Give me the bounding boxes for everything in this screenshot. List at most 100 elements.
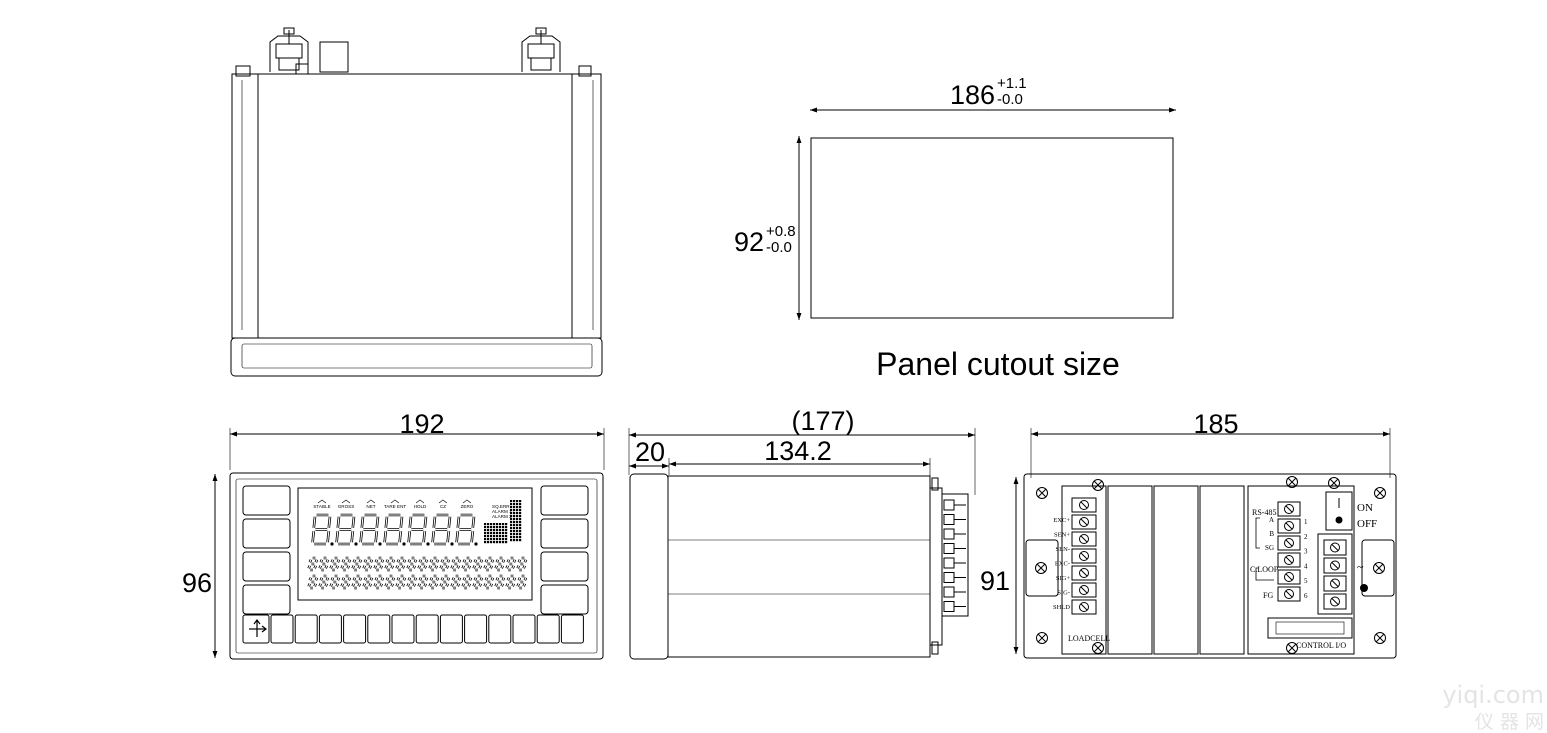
lcd-grid-dot (516, 533, 519, 536)
lcd-grid-dot (490, 541, 493, 544)
lcd-status-label: ALARM 1 (492, 509, 512, 514)
lcd-decimal-point (450, 542, 454, 546)
screw-head (1373, 562, 1385, 574)
screw-slot (1287, 643, 1297, 653)
front-key (367, 614, 391, 644)
terminal-slot (1331, 598, 1339, 605)
lcd-grid-dot (513, 536, 516, 539)
lcd-grid-dot (490, 526, 493, 529)
mounting-bracket-right (521, 27, 561, 72)
lcd-grid-dot (516, 527, 519, 530)
lcd-grid-dot (493, 523, 496, 526)
lcd-sub-digit-inner (396, 575, 406, 589)
lcd-sub-digit-inner (495, 557, 505, 571)
lcd-sub-digit-inner (429, 557, 439, 571)
lcd-sub-digit-inner (484, 575, 494, 589)
cutout-rectangle (810, 137, 1174, 319)
lcd-grid-dot (490, 523, 493, 526)
lcd-grid-dot (510, 527, 513, 530)
lcd-sub-digit-inner (352, 575, 362, 589)
screw-slot (1287, 477, 1297, 487)
lcd-decimal-point (354, 542, 358, 546)
lcd-sub-digit-inner (341, 557, 351, 571)
lcd-indicator-arrow (317, 499, 327, 504)
lcd-sub-digit-inner (451, 557, 461, 571)
rs485-label: RS-485 (1252, 508, 1276, 517)
lcd-decimal-point (474, 542, 478, 546)
lcd-grid-dot (502, 538, 505, 541)
overall-depth-value: (177) (791, 406, 854, 436)
lcd-grid-dot (505, 538, 508, 541)
lcd-digit-inner (456, 514, 475, 545)
terminal-slot (1285, 505, 1293, 513)
loadcell-terminal-label: EXC+ (1053, 517, 1070, 524)
terminal-screw (1079, 602, 1089, 612)
lcd-grid-dot (513, 530, 516, 533)
terminal-screw (1284, 589, 1294, 599)
front-bezel-outline (229, 472, 604, 660)
terminal-screw (1284, 538, 1294, 548)
terminal-slot (1080, 569, 1088, 577)
loadcell-terminal (1071, 599, 1097, 615)
lcd-grid-dot (519, 539, 522, 542)
screw-slot (1374, 563, 1384, 573)
terminal-slot (1331, 562, 1339, 569)
lcd-sub-digit-inner (506, 557, 516, 571)
lcd-status-label: STABLE (313, 504, 330, 509)
lcd-sub-digit-inner (462, 557, 472, 571)
screw-left (235, 65, 251, 77)
terminal-number: 3 (1304, 548, 1308, 556)
lcd-sub-digit-inner (396, 557, 406, 571)
lcd-sub-digit-inner (308, 557, 318, 571)
rear-mount-right (1361, 539, 1395, 597)
terminal-slot (1285, 590, 1293, 598)
front-key (488, 614, 512, 644)
power-symbol: ~ (1357, 560, 1364, 574)
lcd-indicator-arrow (462, 499, 472, 504)
lcd-grid-dot (496, 541, 499, 544)
lcd-status-label: CZ (440, 504, 446, 509)
arrow-key-icon (249, 619, 267, 637)
front-key (242, 518, 291, 549)
lcd-sub-digit-inner (418, 557, 428, 571)
terminal-screw (1330, 578, 1340, 589)
on-label: ON (1357, 502, 1373, 514)
power-terminal (1323, 557, 1347, 574)
front-depth-value: 20 (635, 437, 665, 467)
terminal-slot (1080, 586, 1088, 594)
lcd-sub-digit-inner (385, 557, 395, 571)
left-key-column (242, 485, 291, 615)
lcd-sub-digit-inner (330, 557, 340, 571)
front-key (391, 614, 415, 644)
lcd-sub-digit-inner (473, 575, 483, 589)
cutout-height-tol-minus: -0.0 (766, 239, 792, 256)
lcd-grid-dot (499, 523, 502, 526)
lcd-grid-dot (513, 539, 516, 542)
front-key (242, 485, 291, 516)
lcd-decimal-point (378, 542, 382, 546)
lcd-grid-dot (502, 526, 505, 529)
front-key (540, 584, 589, 615)
screw-slot (1093, 480, 1103, 490)
lcd-sub-digit-inner (440, 575, 450, 589)
terminal-slot (1080, 552, 1088, 560)
lcd-digit-inner (384, 514, 403, 545)
lcd-main-digits (311, 500, 522, 546)
connector-block (319, 41, 349, 73)
rear-width-value: 185 (1193, 409, 1238, 439)
cutout-width-value: 186 (950, 80, 995, 110)
loadcell-terminal-label: SEN- (1056, 546, 1070, 553)
terminal-screw (1330, 560, 1340, 571)
option-slot-1 (1107, 485, 1153, 655)
lcd-sub-digit-inner (495, 575, 505, 589)
front-key (540, 518, 589, 549)
lcd-grid-dot (513, 512, 516, 515)
rear-panel-outline (1023, 473, 1397, 659)
power-terminal (1323, 539, 1347, 556)
lcd-grid-dot (487, 523, 490, 526)
lcd-grid-dot (502, 535, 505, 538)
power-terminal (1323, 575, 1347, 592)
power-switch[interactable] (1325, 491, 1353, 531)
control-io-connector[interactable] (1267, 617, 1353, 639)
lcd-indicator-arrow (415, 499, 425, 504)
